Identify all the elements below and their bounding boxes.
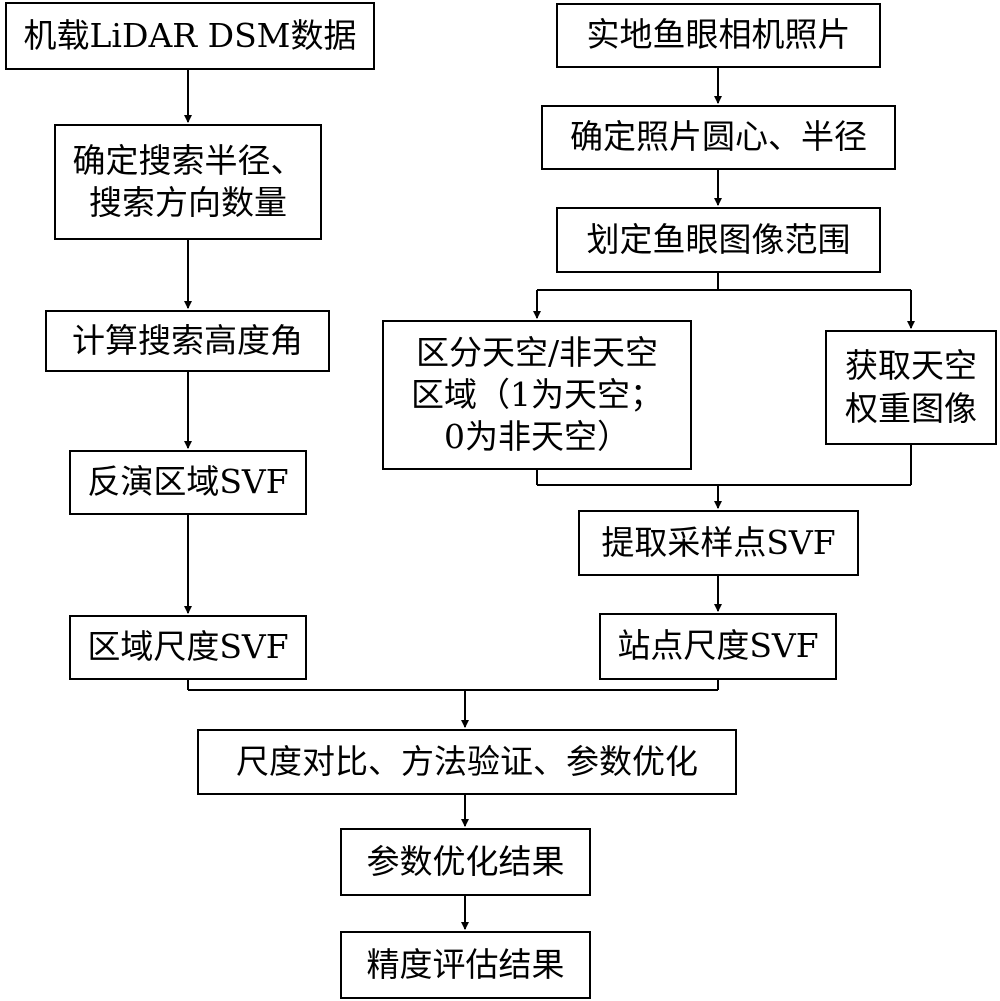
fisheye-range-label: 划定鱼眼图像范围 (586, 219, 851, 259)
sky-classification-line2: 区域（1为天空； (411, 374, 663, 414)
fisheye-photo-box: 实地鱼眼相机照片 (556, 3, 881, 68)
invert-svf-label: 反演区域SVF (87, 462, 289, 502)
lidar-dsm-data-box: 机载LiDAR DSM数据 (5, 2, 375, 70)
elevation-angle-box: 计算搜索高度角 (45, 310, 330, 372)
site-svf-box: 站点尺度SVF (599, 613, 837, 680)
center-radius-label: 确定照片圆心、半径 (570, 117, 867, 157)
regional-svf-box: 区域尺度SVF (69, 615, 307, 680)
extract-sample-svf-box: 提取采样点SVF (578, 510, 859, 576)
sky-classification-line1: 区分天空/非天空 (415, 332, 659, 372)
optimization-result-box: 参数优化结果 (340, 828, 591, 896)
sky-classification-box: 区分天空/非天空 区域（1为天空； 0为非天空） (382, 320, 692, 470)
site-svf-label: 站点尺度SVF (617, 626, 819, 666)
accuracy-result-box: 精度评估结果 (340, 931, 591, 999)
search-radius-box: 确定搜索半径、 搜索方向数量 (54, 124, 322, 240)
sky-weight-line1: 获取天空 (845, 346, 977, 386)
sky-classification-line3: 0为非天空） (444, 417, 630, 457)
sky-weight-box: 获取天空 权重图像 (825, 330, 997, 445)
invert-svf-box: 反演区域SVF (69, 450, 307, 515)
accuracy-result-label: 精度评估结果 (366, 944, 565, 984)
center-radius-box: 确定照片圆心、半径 (541, 105, 896, 170)
fisheye-photo-label: 实地鱼眼相机照片 (586, 15, 851, 55)
fisheye-range-box: 划定鱼眼图像范围 (556, 207, 881, 273)
scale-comparison-box: 尺度对比、方法验证、参数优化 (197, 729, 737, 795)
scale-comparison-label: 尺度对比、方法验证、参数优化 (236, 741, 698, 781)
search-radius-line1: 确定搜索半径、 (72, 140, 304, 180)
sky-weight-line2: 权重图像 (845, 388, 977, 428)
lidar-dsm-data-label: 机载LiDAR DSM数据 (23, 15, 357, 55)
search-radius-line2: 搜索方向数量 (89, 183, 287, 222)
regional-svf-label: 区域尺度SVF (87, 627, 289, 667)
optimization-result-label: 参数优化结果 (366, 841, 565, 881)
elevation-angle-label: 计算搜索高度角 (72, 320, 303, 360)
extract-sample-svf-label: 提取采样点SVF (601, 522, 836, 562)
